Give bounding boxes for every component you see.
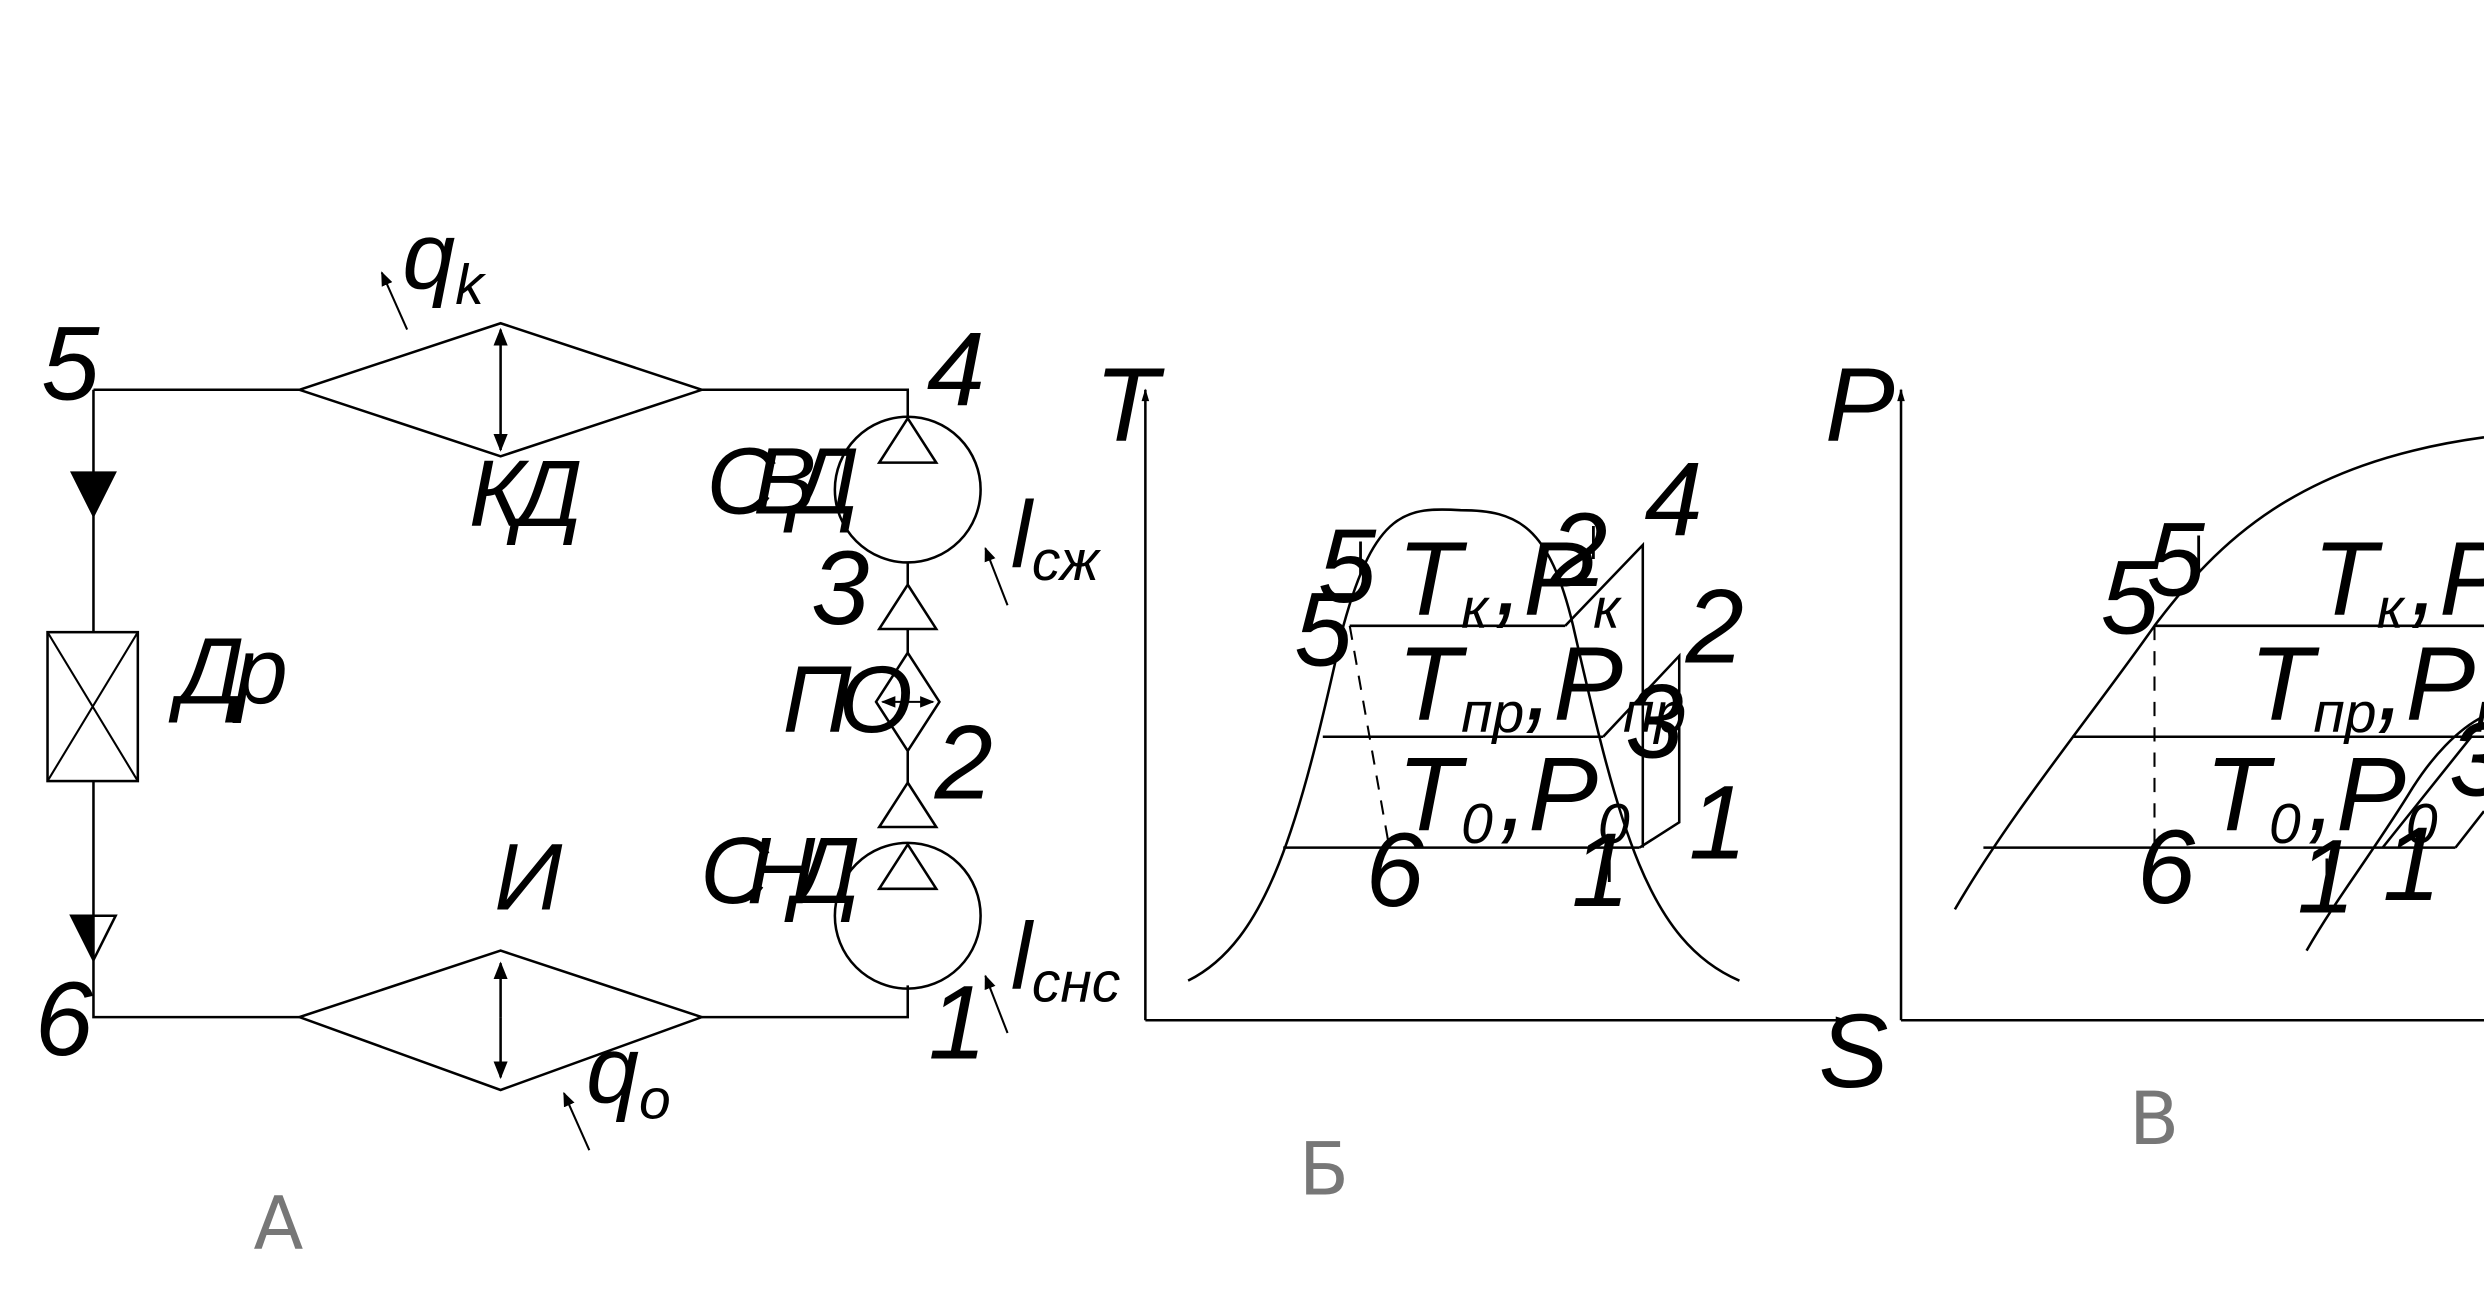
l-hp-label: lсж bbox=[1011, 482, 1102, 593]
pi-iso-pr-label: Tпр,Pпр bbox=[2250, 625, 2484, 745]
ts-point-1prime: 1 bbox=[1572, 812, 1630, 929]
l-lp-label: lснс bbox=[1011, 904, 1121, 1015]
pi-compression bbox=[2381, 735, 2473, 849]
throttle-label: Др bbox=[168, 618, 284, 724]
throttle-cross-2 bbox=[46, 631, 139, 782]
ts-superheat-lower bbox=[1602, 652, 1681, 849]
ts-point-6: 6 bbox=[1366, 812, 1425, 929]
ts-point-5prime-mark: | bbox=[1356, 536, 1365, 575]
ts-point-2: 2 bbox=[1685, 568, 1744, 685]
ts-saturation-dome bbox=[1187, 508, 1740, 982]
ts-superheat-upper bbox=[1564, 541, 1645, 848]
pi-vapor-line bbox=[2305, 714, 2484, 952]
pi-point-1prime-mark: | bbox=[2322, 853, 2331, 892]
pi-point-5prime: 5 bbox=[2147, 502, 2206, 619]
lp-compressor-triangle bbox=[876, 842, 939, 891]
pi-iso-k-label: Tк,Pк bbox=[2313, 521, 2484, 641]
intercooler-label: ПО bbox=[783, 647, 911, 753]
evaporator-shape bbox=[295, 949, 706, 1092]
a-point-3: 3 bbox=[811, 530, 869, 647]
caption-b: Б bbox=[1299, 1128, 1349, 1213]
condenser-label: КД bbox=[469, 441, 581, 547]
qo-label: qo bbox=[586, 1018, 671, 1132]
qk-arrow bbox=[380, 271, 409, 330]
pi-point-5prime-mark: | bbox=[2194, 530, 2203, 569]
ts-point-5: 5 bbox=[1294, 571, 1353, 688]
lp-compressor-label: СНД bbox=[700, 818, 858, 924]
ts-iso-0-label: T0,P0 bbox=[1397, 736, 1630, 856]
ts-point-1: 1 bbox=[1689, 765, 1747, 882]
l-lp-arrow bbox=[984, 974, 1009, 1034]
pipe-top-right bbox=[701, 388, 910, 419]
flow-arrow-half-fill bbox=[71, 915, 94, 961]
caption-a: А bbox=[253, 1181, 303, 1266]
pi-point-6: 6 bbox=[2137, 809, 2196, 926]
ts-throttle-dashed bbox=[1348, 625, 1391, 848]
ts-point-2prime: 2 bbox=[1548, 492, 1607, 609]
evaporator-label: И bbox=[494, 824, 563, 930]
pi-point-1prime: 1 bbox=[2297, 819, 2355, 936]
a-point-5: 5 bbox=[41, 305, 100, 422]
ts-iso-pr-label: Tпр,Pпр bbox=[1397, 625, 1686, 745]
ts-point-4: 4 bbox=[1644, 442, 1702, 559]
arrow-2 bbox=[876, 780, 939, 829]
ts-point-1prime-mark: | bbox=[1605, 844, 1614, 883]
pi-point-1: 1 bbox=[2383, 806, 2441, 923]
ts-axis-y-label: T bbox=[1095, 346, 1166, 463]
a-point-1: 1 bbox=[928, 964, 986, 1081]
pi-axis-y-label: P bbox=[1825, 346, 1895, 463]
pipe-bottom-right bbox=[701, 985, 910, 1019]
pi-superheat bbox=[2454, 810, 2484, 849]
pi-point-5: 5 bbox=[2101, 540, 2160, 657]
throttle-box bbox=[46, 630, 140, 783]
hp-compressor-triangle bbox=[876, 415, 939, 464]
arrow-3 bbox=[876, 582, 939, 631]
qk-label: qk bbox=[402, 203, 486, 317]
caption-c: В bbox=[2129, 1077, 2179, 1162]
ts-point-3: 3 bbox=[1625, 663, 1683, 780]
pi-iso-0-label: T0,P0 bbox=[2205, 736, 2438, 856]
ts-axis-x-label: S bbox=[1819, 993, 1889, 1110]
ts-point-5prime: 5 bbox=[1318, 508, 1377, 625]
diagram-b-ts: T S 5 | 5 2 | 4 2 3 1 1 | 6 Tк,Pк Tпр,Pп… bbox=[1095, 346, 1889, 1212]
pi-point-3: 3 bbox=[2449, 701, 2484, 818]
pipe-left-low bbox=[92, 781, 300, 1019]
ts-point-2prime-mark: | bbox=[1589, 520, 1598, 559]
qo-arrow bbox=[563, 1091, 591, 1151]
hp-compressor-label: СВД bbox=[707, 428, 858, 534]
l-hp-arrow bbox=[984, 546, 1009, 606]
flow-arrow-filled bbox=[70, 471, 117, 519]
a-point-2: 2 bbox=[934, 704, 993, 821]
ts-iso-k-label: Tк,Pк bbox=[1397, 521, 1622, 641]
condenser-shape bbox=[295, 321, 706, 458]
diagram-a-schematic: 5 6 4 3 2 1 КД И Др ПО СВД СНД qk qo lсж… bbox=[35, 203, 1120, 1266]
a-point-4: 4 bbox=[927, 312, 985, 429]
diagram-c-pi: P 5 5 | 6 1 | 1 3 Tк,Pк Tпр,Pпр T0,P0 В bbox=[1825, 346, 2484, 1162]
a-point-6: 6 bbox=[35, 961, 94, 1078]
